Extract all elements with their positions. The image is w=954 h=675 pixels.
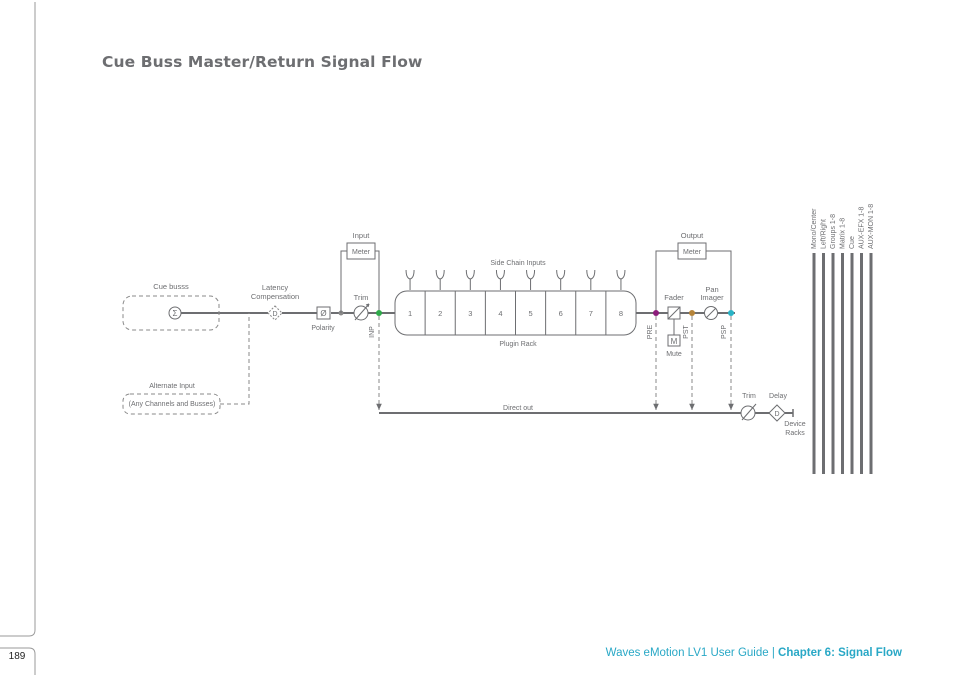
side-chain-input-icon (556, 269, 566, 290)
page-footer: Waves eMotion LV1 User Guide | Chapter 6… (606, 647, 902, 659)
inp-tap-point: INP (369, 310, 382, 338)
polarity-label: Polarity (311, 325, 335, 332)
input-meter: Input Meter (340, 231, 380, 313)
plugin-slot-2: 2 (438, 309, 442, 318)
footer-guide-title: Waves eMotion LV1 User Guide (605, 647, 769, 659)
plugin-slot-6: 6 (559, 309, 563, 318)
delay-icon: D (774, 411, 779, 418)
plugin-slot-7: 7 (589, 309, 593, 318)
pre-tap-point: PRE (647, 310, 659, 339)
page-title: Cue Buss Master/Return Signal Flow (102, 53, 423, 71)
plugin-slot-4: 4 (498, 309, 502, 318)
plugin-slot-8: 8 (619, 309, 623, 318)
buss-label: Left/Right (821, 219, 828, 249)
direct-out-label: Direct out (503, 405, 533, 412)
trim-knob: Trim (353, 293, 370, 321)
trim-label: Trim (354, 293, 369, 302)
side-chain-input-icon (435, 269, 445, 290)
direct-out-path: Direct out Trim Delay D Device Racks (376, 316, 806, 437)
pst-tap-point: PST (683, 310, 695, 339)
cue-busss-source: Cue busss Σ (122, 282, 220, 331)
output-meter: Output Meter (655, 231, 732, 313)
delay-label: Delay (769, 393, 787, 400)
side-chain-input-icon (586, 269, 596, 290)
buss-label: Cue (849, 236, 856, 249)
device-racks-label-1: Device (784, 421, 806, 428)
polarity-icon: Ø (320, 309, 326, 318)
pst-tap-dot (689, 310, 695, 316)
psp-tap-point: PSP (721, 310, 734, 339)
plugin-rack: Side Chain Inputs 1 2 3 4 5 6 7 8 Plugin Rack (394, 260, 637, 348)
psp-tap-dot (728, 310, 734, 316)
buss-label: AUX-MON 1-8 (868, 204, 875, 249)
buss-label: Matrix 1-8 (840, 218, 847, 249)
side-chain-label: Side Chain Inputs (490, 260, 546, 267)
footer-chapter: Chapter 6: Signal Flow (778, 647, 902, 659)
buss-label: Mono/Center (811, 208, 818, 249)
output-meter-title: Output (681, 231, 704, 240)
pan-label-2: Imager (700, 293, 724, 302)
pre-label: PRE (647, 324, 654, 339)
buss-label: AUX-EFX 1-8 (859, 206, 866, 249)
buss-label: Groups 1-8 (830, 214, 837, 249)
plugin-rack-label: Plugin Rack (499, 341, 537, 348)
mute-label: Mute (666, 351, 682, 358)
psp-label: PSP (721, 325, 728, 339)
delay-d-icon: D (272, 311, 277, 318)
latency-compensation: Latency Compensation D (251, 283, 299, 321)
fader-block: Fader M Mute (664, 293, 684, 358)
sum-icon: Σ (173, 309, 178, 318)
direct-out-trim-label: Trim (742, 393, 756, 400)
side-chain-input-icon (495, 269, 505, 290)
cue-busss-label: Cue busss (153, 282, 189, 291)
side-chain-input-icon (526, 269, 536, 290)
latency-label-2: Compensation (251, 292, 299, 301)
output-meter-label: Meter (683, 249, 702, 256)
pre-tap-dot (653, 310, 659, 316)
input-meter-label: Meter (352, 249, 371, 256)
alternate-input-detail: (Any Channels and Busses) (129, 401, 216, 408)
plugin-slot-3: 3 (468, 309, 472, 318)
latency-label-1: Latency (262, 283, 289, 292)
page-border (0, 2, 36, 675)
inp-label: INP (369, 326, 376, 338)
page-number: 189 (8, 651, 26, 662)
alternate-input-source: Alternate Input (Any Channels and Busses… (122, 313, 250, 415)
pan-label-1: Pan (705, 285, 718, 294)
pan-imager: Pan Imager (700, 285, 724, 320)
footer-separator: | (768, 647, 779, 659)
side-chain-input-icon (465, 269, 475, 290)
pst-label: PST (683, 324, 690, 338)
inp-tap-dot (376, 310, 382, 316)
side-chain-input-icon (616, 269, 626, 290)
device-racks-label-2: Racks (785, 430, 805, 437)
polarity-block: Ø Polarity (311, 306, 344, 332)
plugin-slot-1: 1 (408, 309, 412, 318)
plugin-slot-5: 5 (528, 309, 532, 318)
alternate-input-label: Alternate Input (149, 383, 195, 390)
side-chain-input-icon (405, 269, 415, 290)
mute-icon: M (671, 337, 678, 346)
input-meter-title: Input (353, 231, 371, 240)
fader-label: Fader (664, 293, 684, 302)
